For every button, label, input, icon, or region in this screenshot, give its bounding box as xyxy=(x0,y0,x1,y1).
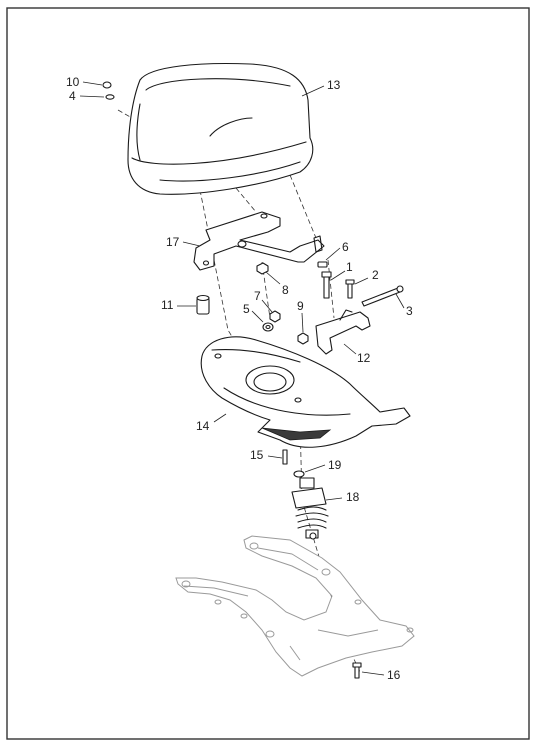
callout-2: 2 xyxy=(372,268,379,282)
callouts: 10 4 13 17 6 8 1 2 3 11 7 5 9 12 14 15 1… xyxy=(66,75,413,682)
washer-5 xyxy=(262,322,274,332)
callout-8: 8 xyxy=(282,283,289,297)
shock-absorber xyxy=(291,477,329,540)
bolt-1 xyxy=(321,271,332,299)
callout-3: 3 xyxy=(406,304,413,318)
frame xyxy=(175,535,415,677)
nut-7 xyxy=(269,310,281,323)
callout-1: 1 xyxy=(346,260,353,274)
callout-16: 16 xyxy=(387,668,401,682)
seat xyxy=(127,62,314,195)
nut-10 xyxy=(102,81,112,89)
clip-19 xyxy=(293,470,305,478)
clip-6 xyxy=(317,261,328,268)
rod-3 xyxy=(361,285,404,307)
diagram-border xyxy=(6,7,530,740)
callout-7: 7 xyxy=(254,289,261,303)
nut-9 xyxy=(297,332,309,345)
callout-19: 19 xyxy=(328,458,342,472)
spacer-11 xyxy=(196,294,210,315)
callout-9: 9 xyxy=(297,299,304,313)
seat-bracket xyxy=(193,211,325,271)
bolt-16 xyxy=(352,662,362,679)
nut-8 xyxy=(256,262,269,275)
callout-5: 5 xyxy=(243,302,250,316)
bolt-2 xyxy=(345,279,355,299)
callout-4: 4 xyxy=(69,89,76,103)
callout-13: 13 xyxy=(327,78,341,92)
callout-14: 14 xyxy=(196,419,210,433)
callout-15: 15 xyxy=(250,448,264,462)
cover-panel xyxy=(200,336,411,448)
latch-bracket xyxy=(315,309,371,355)
callout-17: 17 xyxy=(166,235,180,249)
pin-15 xyxy=(282,449,288,465)
callout-18: 18 xyxy=(346,490,360,504)
callout-12: 12 xyxy=(357,351,371,365)
leader-lines xyxy=(79,81,405,676)
callout-6: 6 xyxy=(342,240,349,254)
callout-11: 11 xyxy=(161,298,174,312)
callout-10: 10 xyxy=(66,75,80,89)
washer-4 xyxy=(105,94,115,100)
